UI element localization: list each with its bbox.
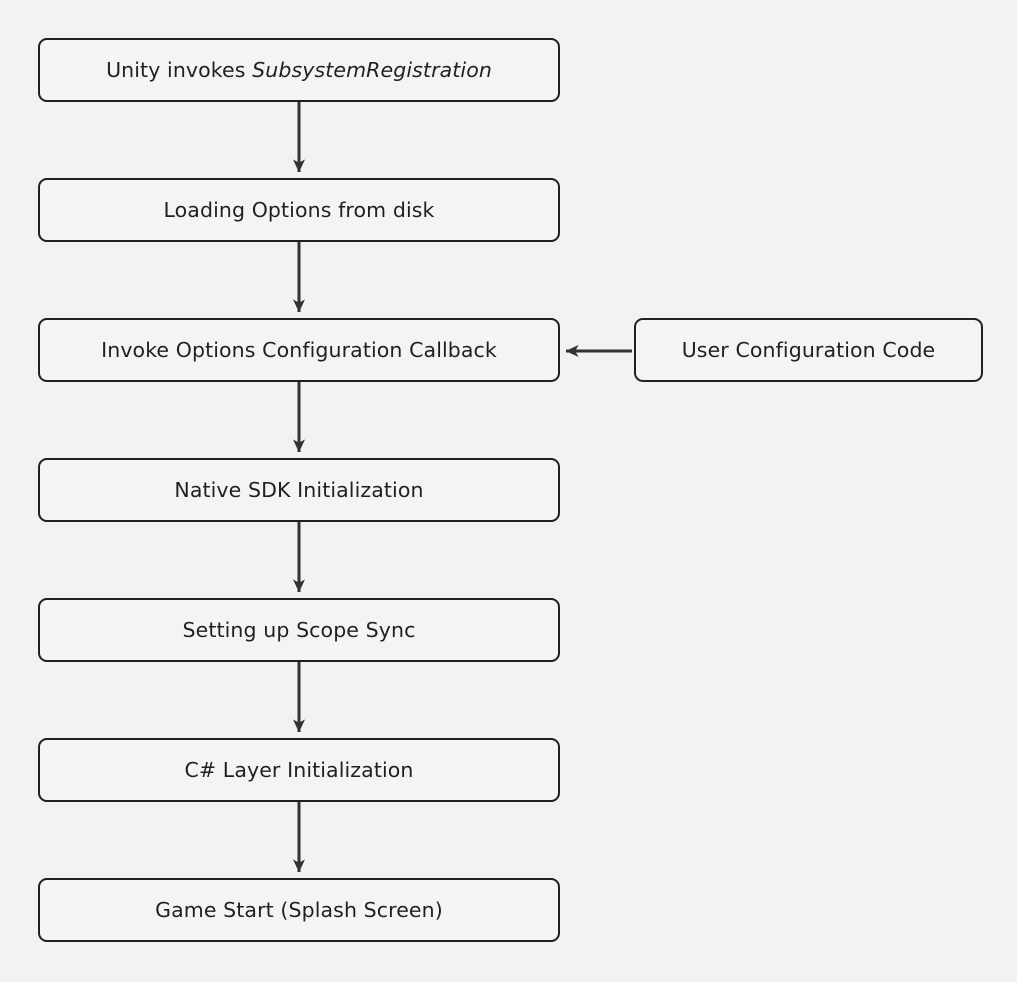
- node-label: Setting up Scope Sync: [182, 617, 416, 642]
- node-subsystem-registration[interactable]: Unity invokes SubsystemRegistration: [38, 38, 560, 102]
- node-label-text: Unity invokes: [106, 57, 253, 82]
- node-native-sdk-init[interactable]: Native SDK Initialization: [38, 458, 560, 522]
- node-scope-sync[interactable]: Setting up Scope Sync: [38, 598, 560, 662]
- node-user-configuration-code[interactable]: User Configuration Code: [634, 318, 983, 382]
- node-label: Loading Options from disk: [163, 197, 435, 222]
- node-invoke-options-callback[interactable]: Invoke Options Configuration Callback: [38, 318, 560, 382]
- node-game-start[interactable]: Game Start (Splash Screen): [38, 878, 560, 942]
- node-csharp-layer-init[interactable]: C# Layer Initialization: [38, 738, 560, 802]
- node-label: Native SDK Initialization: [174, 477, 424, 502]
- node-label: Invoke Options Configuration Callback: [101, 337, 497, 362]
- node-loading-options[interactable]: Loading Options from disk: [38, 178, 560, 242]
- node-label-emphasis: SubsystemRegistration: [252, 57, 492, 82]
- node-label: C# Layer Initialization: [184, 757, 414, 782]
- node-label: Unity invokes SubsystemRegistration: [106, 58, 492, 83]
- node-label: Game Start (Splash Screen): [155, 897, 443, 922]
- node-label: User Configuration Code: [681, 337, 936, 362]
